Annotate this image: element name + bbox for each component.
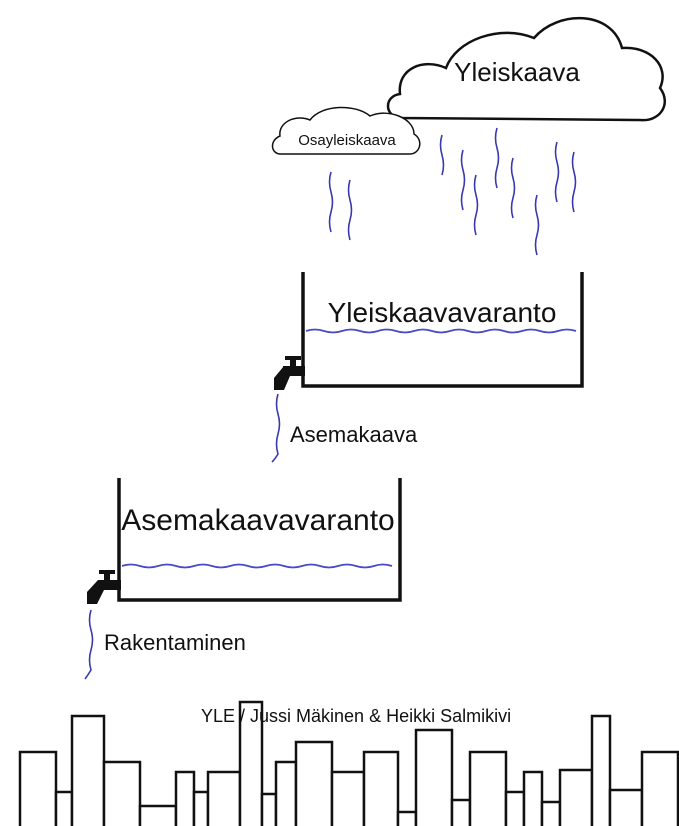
building	[260, 792, 278, 826]
lower-tank-label: Asemakaavavaranto	[121, 504, 395, 537]
small-cloud-label: Osayleiskaava	[298, 132, 396, 149]
lower-tap-handle	[104, 572, 110, 582]
upper-tap-pipe	[283, 366, 305, 376]
rain-drop	[439, 134, 445, 176]
building	[330, 770, 366, 826]
lower-flow-label: Rakentaminen	[104, 630, 246, 655]
upper-tank-label: Yleiskaavavaranto	[328, 297, 557, 328]
building	[362, 750, 400, 826]
upper-tap-handle-top	[285, 356, 301, 360]
building	[522, 770, 544, 826]
large-cloud-shape	[386, 17, 666, 122]
building	[640, 750, 679, 826]
building	[174, 770, 196, 826]
upper-tap	[274, 356, 305, 390]
rain-drop	[494, 127, 500, 189]
building	[18, 750, 58, 826]
upper-flow-stream	[271, 393, 281, 463]
building	[274, 760, 298, 826]
upper-tank-wall	[301, 272, 584, 388]
rain-drop	[473, 174, 479, 236]
building	[238, 700, 264, 826]
lower-tap	[87, 570, 121, 604]
rain-drop	[460, 149, 466, 211]
upper-tap-spout	[274, 366, 290, 390]
lower-tank: Asemakaavavaranto	[117, 478, 402, 602]
upper-flow-label: Asemakaava	[290, 422, 418, 447]
lower-tank-water-line	[121, 563, 393, 569]
rain-drop	[554, 141, 560, 203]
rain-drop	[534, 194, 540, 256]
rain-drop	[571, 151, 577, 213]
building	[138, 804, 178, 826]
rain	[328, 127, 577, 256]
lower-tap-pipe	[98, 580, 121, 590]
upper-tap-handle	[290, 357, 296, 367]
building	[294, 740, 334, 826]
building	[414, 728, 454, 826]
building	[540, 800, 562, 826]
building	[54, 790, 74, 826]
building	[102, 760, 142, 826]
lower-tap-spout	[87, 580, 104, 604]
building	[504, 790, 526, 826]
building	[206, 770, 242, 826]
large-cloud: Yleiskaava	[386, 17, 666, 122]
small-cloud: Osayleiskaava	[271, 106, 421, 155]
building	[590, 714, 612, 826]
credit-text: YLE / Jussi Mäkinen & Heikki Salmikivi	[201, 706, 511, 726]
building	[396, 810, 418, 826]
building	[608, 788, 644, 826]
building	[192, 790, 210, 826]
city-skyline	[18, 700, 679, 826]
upper-tank: Yleiskaavavaranto	[301, 272, 584, 388]
building	[70, 714, 106, 826]
lower-tap-handle-top	[99, 570, 115, 574]
lower-flow-stream	[84, 609, 94, 680]
upper-tank-water-line	[305, 328, 577, 334]
large-cloud-label: Yleiskaava	[454, 57, 580, 87]
lower-tank-wall	[117, 478, 402, 602]
building	[450, 798, 472, 826]
rain-drop	[347, 179, 353, 241]
building	[468, 750, 508, 826]
building	[558, 768, 594, 826]
small-cloud-shape	[271, 106, 421, 155]
rain-drop	[510, 157, 516, 219]
rain-drop	[328, 171, 334, 233]
